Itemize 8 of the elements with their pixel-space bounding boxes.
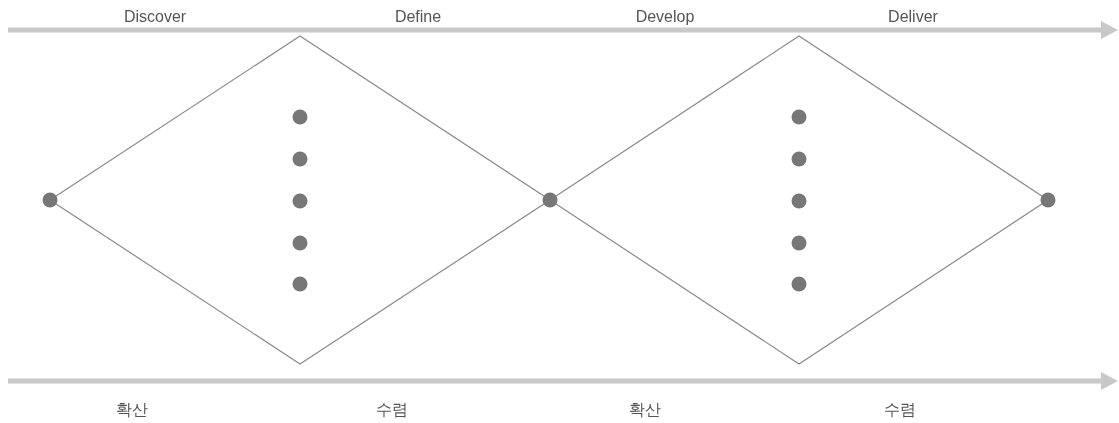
mode-label: 확산 — [116, 402, 148, 418]
phase-label: Define — [394, 9, 442, 25]
mode-label: 수렴 — [376, 402, 408, 418]
mode-label: 수렴 — [884, 402, 916, 418]
phase-label: Develop — [635, 9, 695, 25]
mode-label: 확산 — [629, 402, 661, 418]
phase-label: Deliver — [888, 9, 938, 25]
phase-label: Discover — [123, 9, 187, 25]
